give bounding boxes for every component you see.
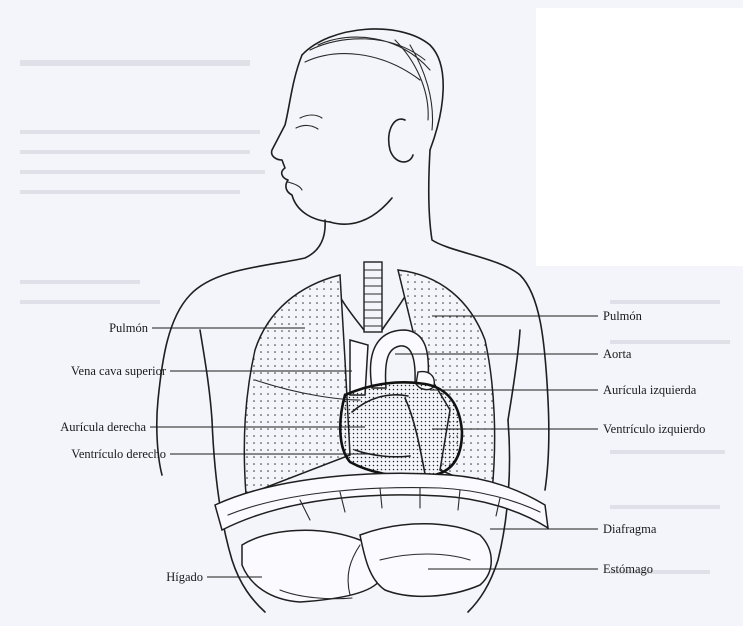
head-outline: [272, 29, 444, 224]
label-vena-cava-superior: Vena cava superior: [71, 364, 167, 378]
label-ventriculo-derecho: Ventrículo derecho: [71, 447, 166, 461]
label-pulmon-left: Pulmón: [109, 321, 149, 335]
blank-paper-patch: [536, 8, 743, 266]
trachea: [342, 262, 404, 332]
label-pulmon-right: Pulmón: [603, 309, 643, 323]
label-auricula-izquierda: Aurícula izquierda: [603, 383, 697, 397]
label-ventriculo-izquierdo: Ventrículo izquierdo: [603, 422, 705, 436]
label-auricula-derecha: Aurícula derecha: [60, 420, 146, 434]
left-lung: [244, 275, 350, 495]
stomach: [360, 524, 491, 597]
label-aorta: Aorta: [603, 347, 632, 361]
label-higado: Hígado: [166, 570, 203, 584]
label-estomago: Estómago: [603, 562, 653, 576]
label-diafragma: Diafragma: [603, 522, 657, 536]
